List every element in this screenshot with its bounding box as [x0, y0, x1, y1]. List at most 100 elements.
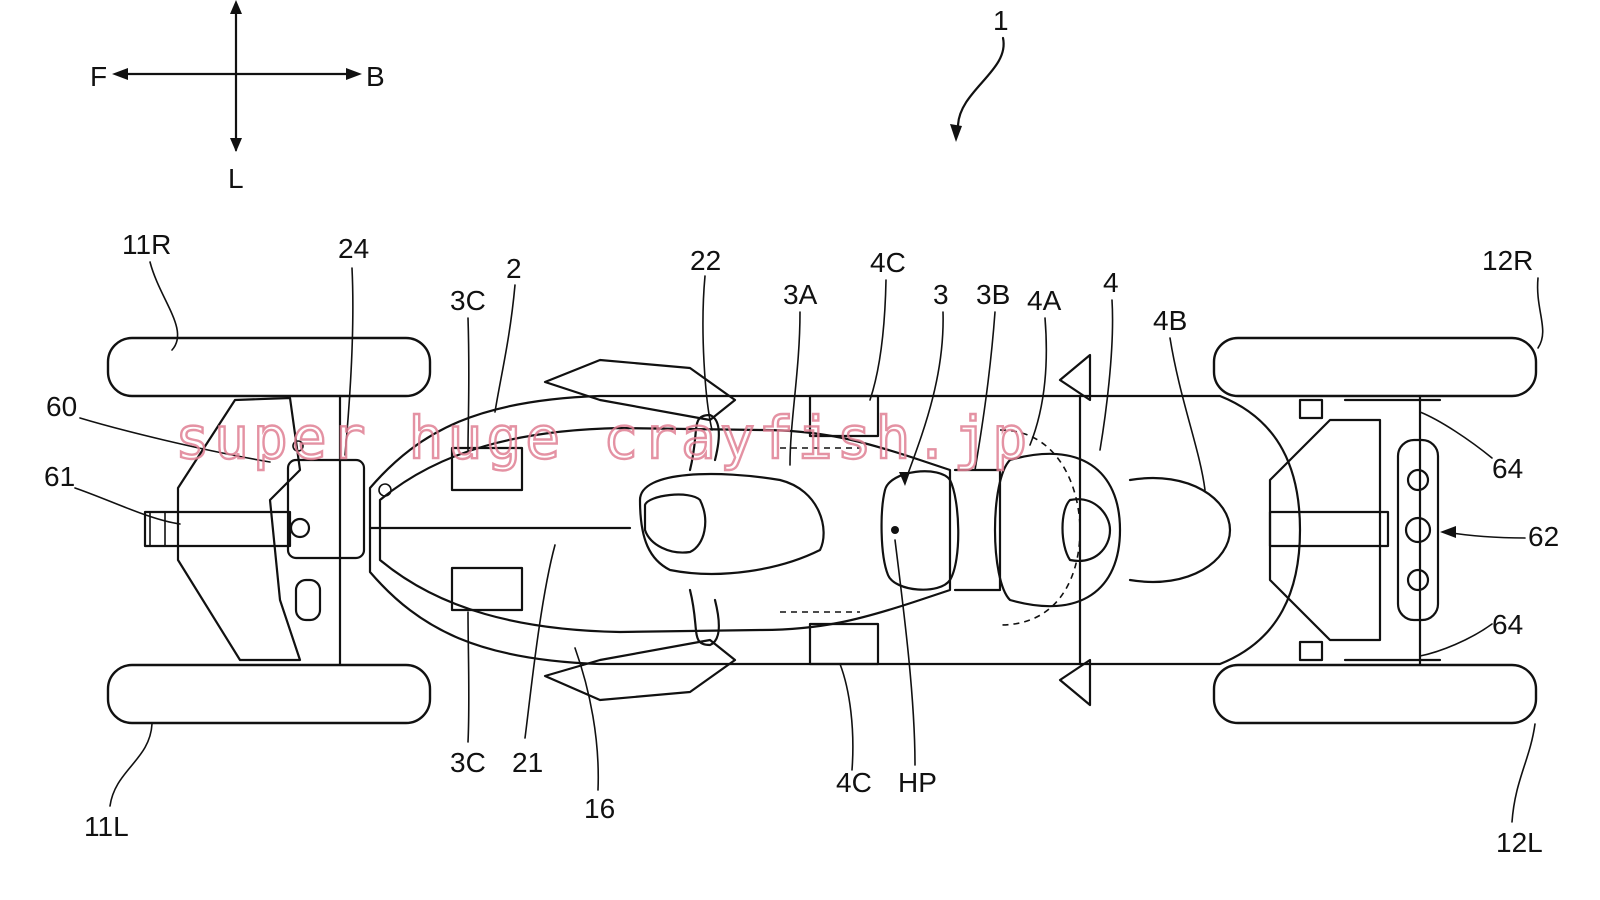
front-left-tire [106, 663, 432, 725]
leader-12L [1511, 723, 1536, 823]
leader-4A [1029, 317, 1048, 446]
leader-3C-top [467, 317, 470, 451]
label-12R: 12R [1482, 245, 1533, 276]
leader-3 [904, 311, 944, 483]
label-64-top: 64 [1492, 453, 1523, 484]
hip-point-HP-marker [891, 526, 899, 534]
label-12L: 12L [1496, 827, 1543, 858]
label-11L: 11L [84, 811, 129, 842]
leader-11R [149, 261, 179, 351]
leader-2 [494, 284, 516, 413]
tires [106, 336, 1538, 725]
leader-3C-bottom [467, 611, 470, 743]
front-suspension [143, 394, 392, 666]
rear-left-tire [1212, 663, 1538, 725]
tie-rod-joint [292, 440, 304, 452]
upper-side-cowl [543, 358, 737, 422]
front-crossmember [143, 510, 292, 548]
label-62: 62 [1528, 521, 1559, 552]
watermark-text: super huge crayfish.jp [175, 404, 1031, 472]
side-bracket-4C-upper [808, 394, 880, 438]
leader-3A [789, 311, 801, 466]
driver-seat-3 [880, 470, 960, 591]
label-4B: 4B [1153, 305, 1187, 336]
label-21: 21 [512, 747, 543, 778]
leader-62 [1444, 531, 1526, 539]
leader-3B [974, 311, 996, 471]
compass-arrow-up [230, 0, 242, 14]
leader-4C-top [869, 279, 887, 401]
front-storage-lower [450, 566, 524, 612]
leader-24 [344, 267, 354, 456]
leader-HP [894, 539, 916, 766]
rear-headrest [1061, 498, 1112, 562]
leader-64-top [1419, 411, 1493, 459]
leader-4B [1169, 337, 1206, 491]
rear-joint-center [1404, 516, 1432, 544]
front-damper [294, 578, 322, 622]
reference-numeral-1: 1 [950, 5, 1009, 142]
front-right-tire [106, 336, 432, 398]
handlebar-grip-upper [688, 413, 720, 472]
label-60: 60 [46, 391, 77, 422]
steering-gear-box [286, 458, 366, 560]
rear-joint-upper [1406, 468, 1430, 492]
compass-arrow-down [230, 138, 242, 152]
leader-64-bottom [1419, 623, 1493, 657]
reference-labels: 11R 24 2 3C 22 3A 4C 3 3B 4A 4 4B 12R 60… [44, 229, 1559, 858]
rear-fin-lower [1058, 658, 1092, 707]
rear-panel-4B [1128, 477, 1232, 583]
label-11R: 11R [122, 229, 171, 260]
direction-label-left: L [228, 163, 244, 194]
side-bracket-4C-lower [808, 622, 880, 666]
label-24: 24 [338, 233, 369, 264]
label-61: 61 [44, 461, 75, 492]
steering-handle-unit [643, 493, 707, 554]
rear-cowl-4 [993, 452, 1122, 608]
label-3: 3 [933, 279, 949, 310]
leader-3-arrowhead [899, 472, 910, 486]
figure-number-leader [956, 36, 1005, 127]
label-4C-top: 4C [870, 247, 906, 278]
leader-16 [574, 647, 600, 791]
handlebar-grip-lower [688, 588, 720, 647]
label-3C-bottom: 3C [450, 747, 486, 778]
label-3B: 3B [976, 279, 1010, 310]
leader-60 [79, 417, 271, 463]
compass-arrow-front [112, 68, 128, 80]
leader-21 [524, 544, 556, 739]
rear-joint-lower [1406, 568, 1430, 592]
lower-side-cowl [543, 638, 737, 702]
direction-label-front: F [90, 61, 107, 92]
rear-mount-lower [1298, 640, 1324, 662]
leader-61 [74, 487, 181, 525]
rear-suspension [1268, 394, 1442, 666]
figure-number-label: 1 [993, 5, 1009, 36]
label-4C-bottom: 4C [836, 767, 872, 798]
leader-22 [702, 275, 713, 431]
figure-number-arrowhead [950, 124, 962, 142]
leader-62-arrowhead [1440, 526, 1456, 538]
rear-right-tire [1212, 336, 1538, 398]
leader-11L [109, 723, 153, 807]
rear-crossmember [1268, 510, 1390, 548]
rear-mount-upper [1298, 398, 1324, 420]
label-4: 4 [1103, 267, 1119, 298]
rear-drive-unit-62 [1396, 438, 1440, 622]
label-4A: 4A [1027, 285, 1062, 316]
label-2: 2 [506, 253, 522, 284]
label-3A: 3A [783, 279, 818, 310]
label-22: 22 [690, 245, 721, 276]
front-crossmember-detail [149, 511, 166, 547]
seat-back-3B [953, 468, 1002, 592]
direction-compass: F B L [90, 0, 385, 194]
cockpit-seat-3A [638, 472, 825, 575]
leader-4 [1099, 299, 1114, 451]
front-fender-outline [176, 396, 302, 662]
label-HP: HP [898, 767, 937, 798]
body-inner-outline [378, 426, 952, 634]
steering-pivot [289, 517, 311, 539]
rear-fender-outline [1268, 418, 1382, 642]
